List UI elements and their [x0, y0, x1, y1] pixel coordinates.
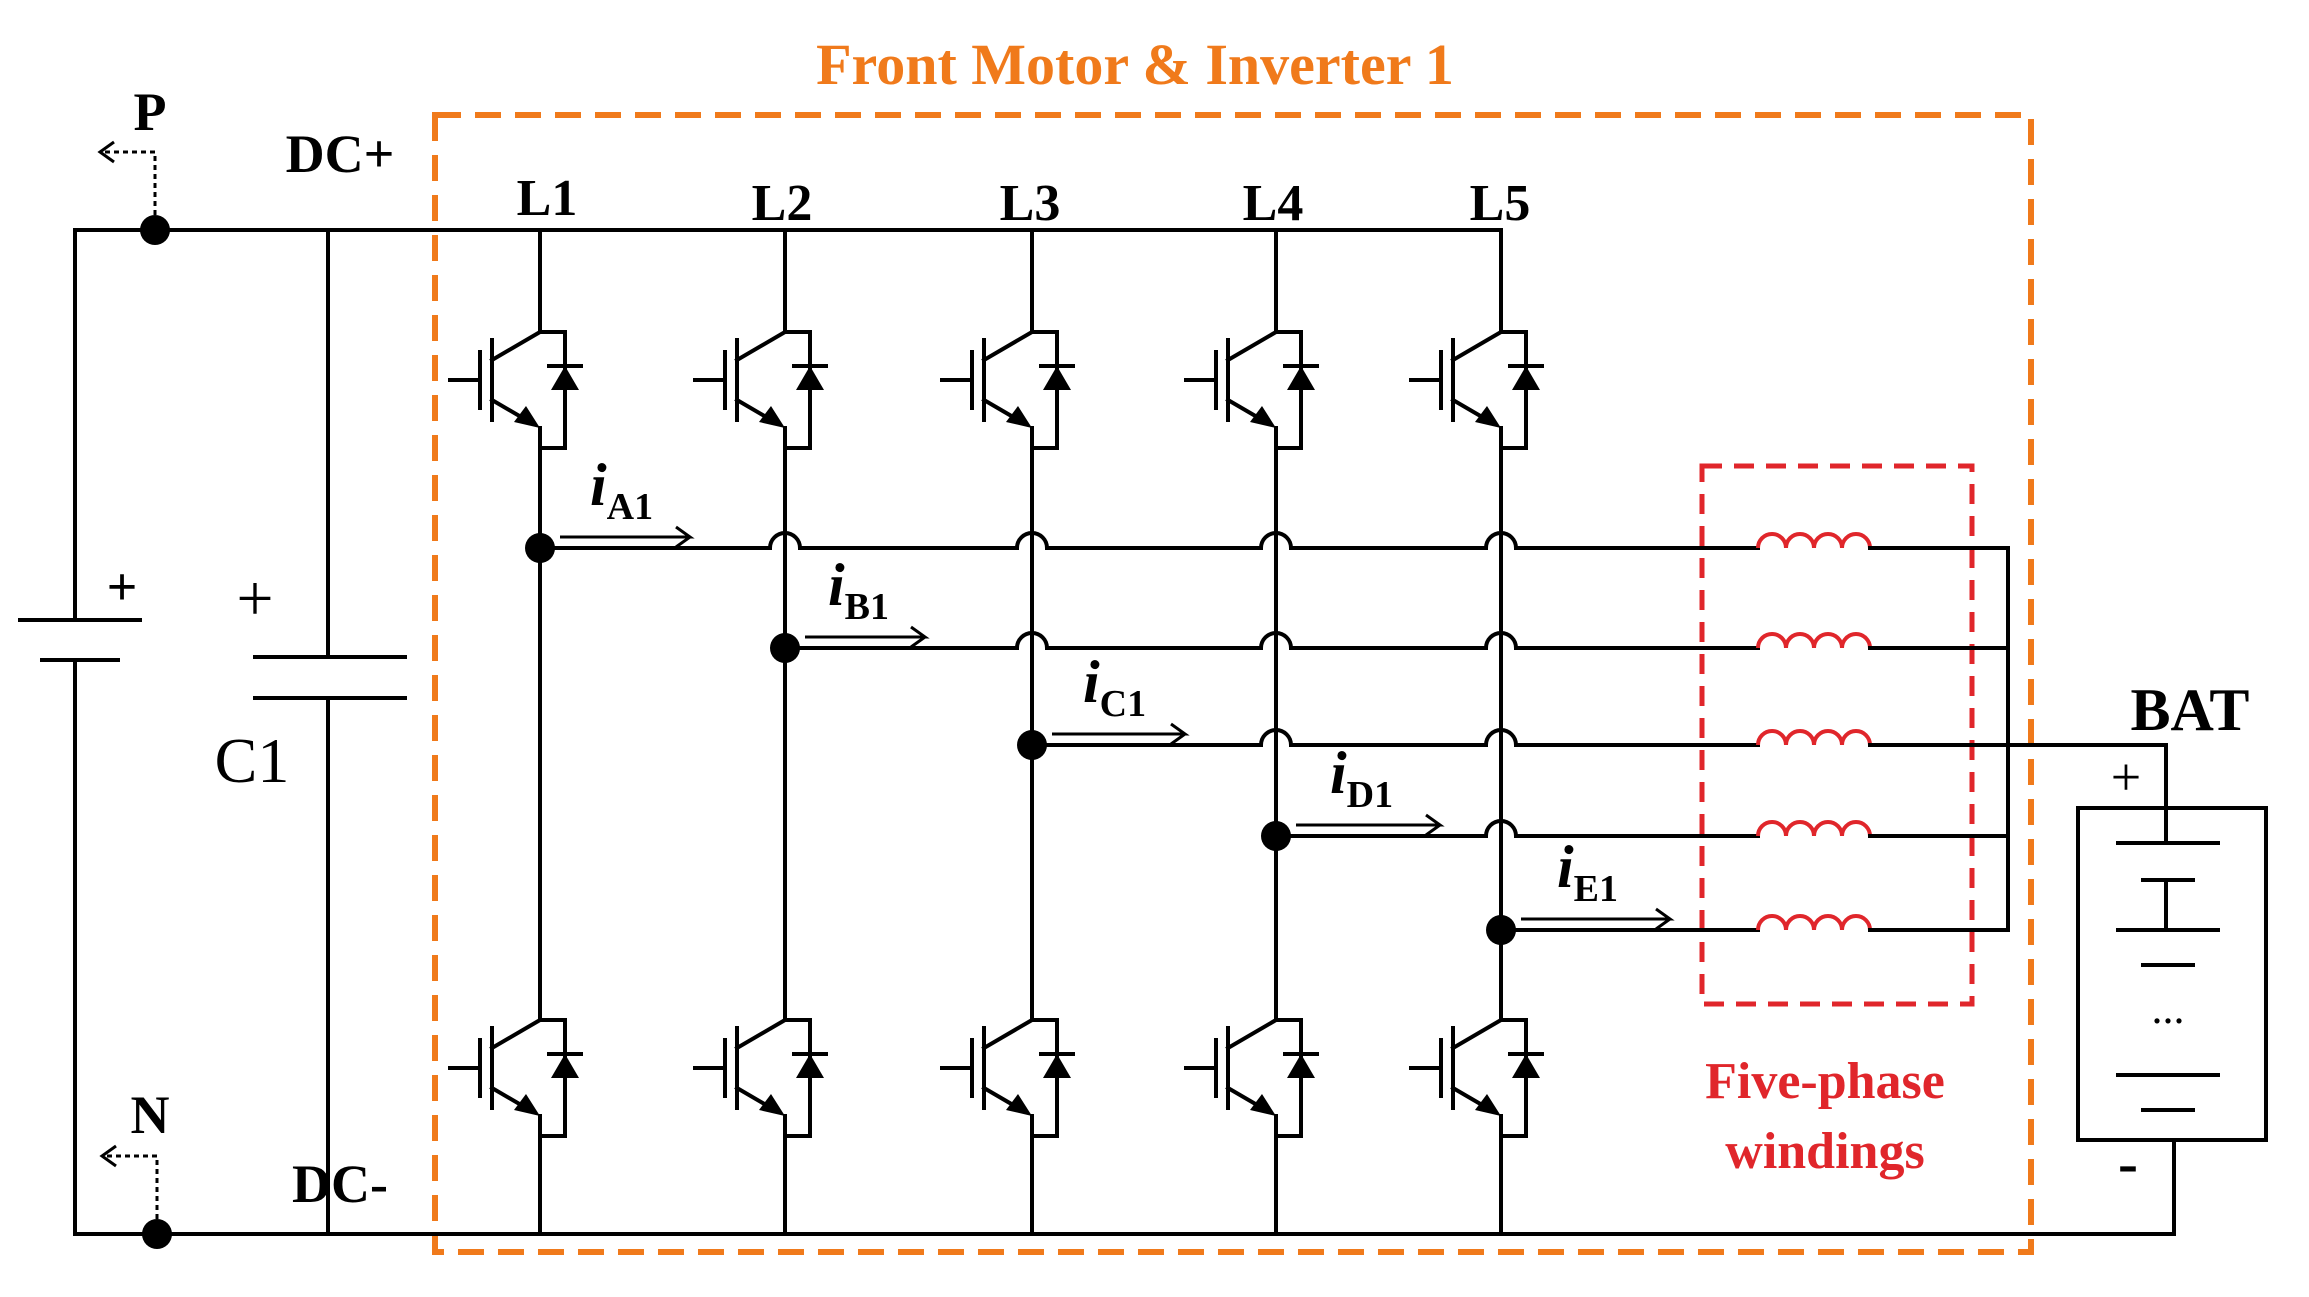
leg-label-l2: L2 [752, 175, 813, 232]
leg-label-l1: L1 [517, 170, 578, 227]
switch-l5-upper [1409, 278, 1544, 482]
terminal-p-arrow [97, 140, 157, 215]
terminal-p-node [140, 215, 170, 245]
terminal-n-arrow [99, 1144, 159, 1219]
windings-label-line1: Five-phase [1705, 1053, 1945, 1110]
phase-c-node [1017, 730, 1047, 760]
battery-label: BAT [2131, 677, 2250, 743]
battery-dots: ... [2152, 984, 2185, 1033]
battery-pack [2076, 743, 2268, 1142]
switch-l4-upper [1184, 278, 1319, 482]
leg-label-l5: L5 [1470, 175, 1531, 232]
switch-l3-upper [940, 278, 1075, 482]
leg-label-l3: L3 [1000, 175, 1061, 232]
dc-plus-label: DC+ [286, 124, 395, 184]
windings-label-line2: windings [1725, 1123, 1924, 1180]
current-label-c1: iC1 [1083, 649, 1146, 725]
phase-d-node [1261, 821, 1291, 851]
capacitor-label: C1 [215, 725, 290, 796]
current-label-a1: iA1 [590, 452, 653, 528]
diagram-title: Front Motor & Inverter 1 [816, 32, 1454, 97]
leg-label-l4: L4 [1243, 175, 1304, 232]
switch-l4-lower [1184, 966, 1319, 1170]
current-label-e1: iE1 [1557, 834, 1618, 910]
switch-l5-lower [1409, 966, 1544, 1170]
switch-l2-lower [693, 966, 828, 1170]
current-label-b1: iB1 [828, 552, 889, 628]
windings [1702, 532, 2168, 932]
dc-minus-label: DC- [292, 1154, 388, 1214]
phase-b-node [770, 633, 800, 663]
current-label-d1: iD1 [1330, 740, 1393, 816]
switch-l2-upper [693, 278, 828, 482]
battery-minus-label: - [2118, 1130, 2138, 1196]
phase-a-node [525, 533, 555, 563]
terminal-n-label: N [131, 1085, 170, 1145]
switch-l1-lower [448, 966, 583, 1170]
battery-plus-label: + [2111, 747, 2141, 807]
source-plus-label: + [107, 557, 138, 617]
windings-frame [1699, 463, 1975, 1007]
inverter-frame [432, 112, 2034, 1255]
phase-wires [538, 531, 1760, 932]
current-arrows [560, 525, 1675, 931]
leg-wires [538, 228, 1503, 1236]
phase-e-node [1486, 915, 1516, 945]
terminal-n-node [142, 1219, 172, 1249]
capacitor-plus-label: + [236, 562, 273, 635]
switch-l1-upper [448, 278, 583, 482]
terminal-p-label: P [134, 82, 167, 142]
switch-l3-lower [940, 966, 1075, 1170]
